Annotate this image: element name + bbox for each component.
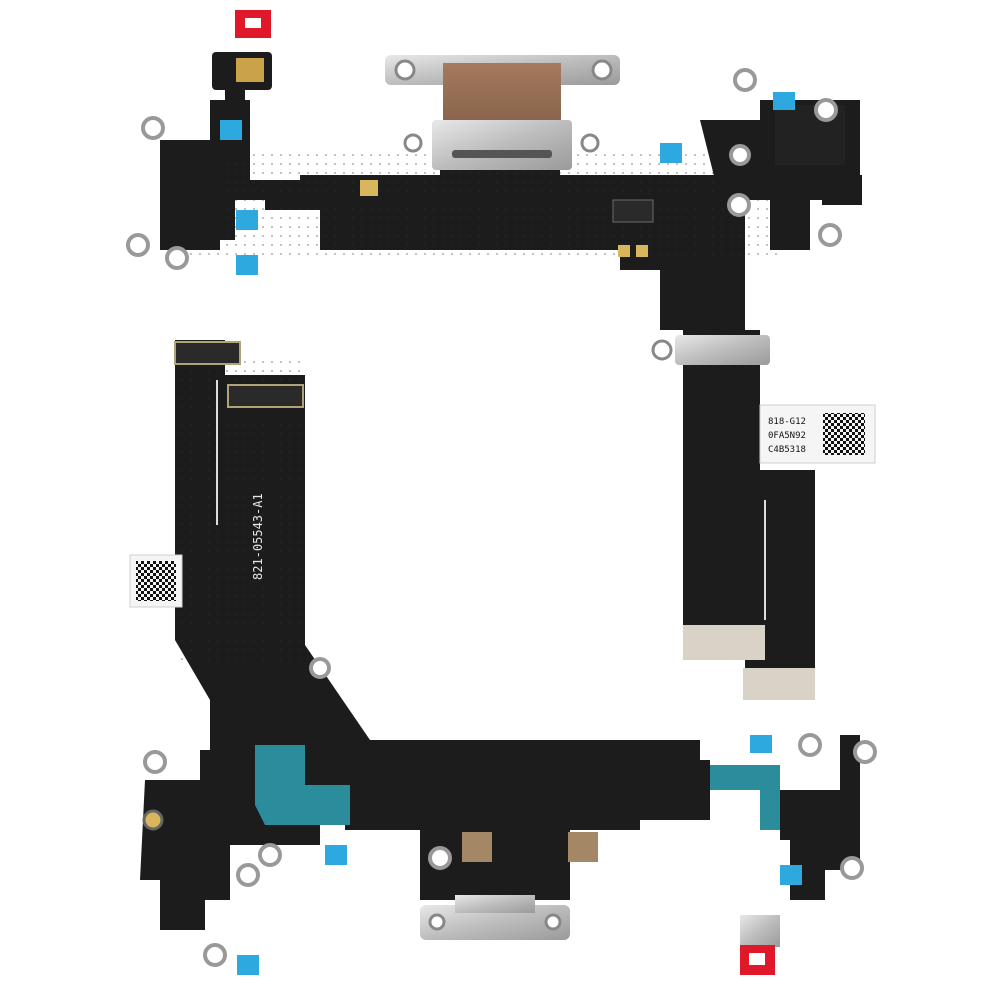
sticker-text-line-2: 0FA5N92 [768,431,806,441]
trace-dots-bottom [175,360,305,660]
serial-sticker-left [129,554,183,608]
part-number-label: 821-05543-A1 [251,493,265,580]
sticker-text-line-3: C4B5318 [768,445,806,455]
bottom-right-antenna-branch [780,735,860,900]
qr-code-icon-left [136,561,176,601]
usb-c-port-top [385,55,620,170]
teal-shield-right [710,765,780,830]
microphone-chip [236,58,264,82]
metal-bracket-bottom [740,915,780,947]
metal-bracket-right [675,335,770,365]
bottom-left-antenna-branch [140,750,240,930]
teal-shield-left [255,745,350,825]
usb-c-port-bottom [420,830,598,940]
qr-code-icon [823,413,865,455]
end-stiffener-2 [743,668,815,700]
serial-sticker-right: 818-G12 0FA5N92 C4B5318 [759,404,876,464]
board-connector-second [227,384,304,408]
board-connector-small [612,199,654,223]
board-connector-top [174,341,241,365]
top-flex-assembly: 818-G12 0FA5N92 C4B5318 [126,10,876,700]
sticker-text-line-1: 818-G12 [768,417,806,427]
bottom-flex-body [175,340,710,845]
bottom-flex-assembly: 821-05543-A1 [129,340,877,975]
end-stiffener-1 [683,625,765,660]
